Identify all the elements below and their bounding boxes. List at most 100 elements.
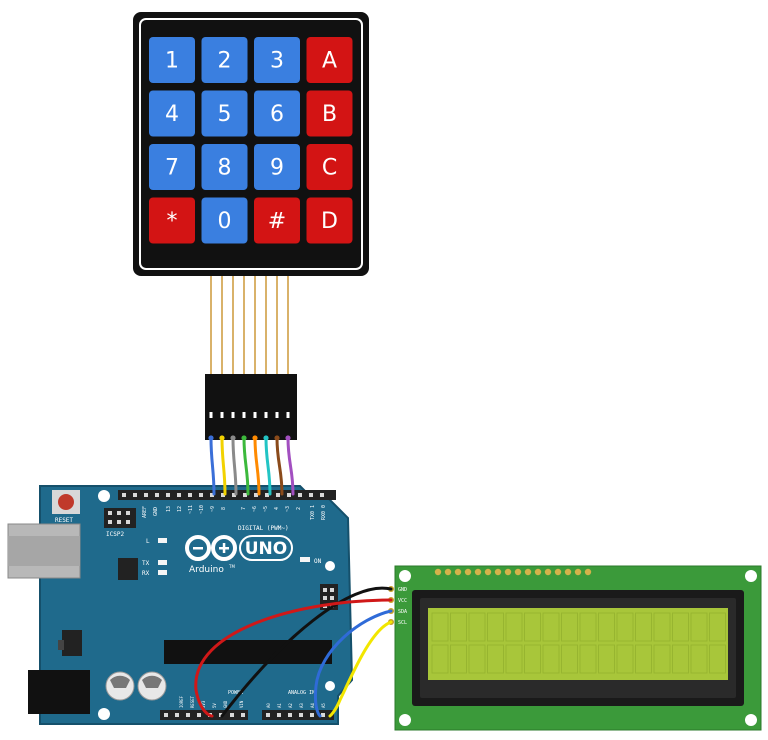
rx-pin-label: RX0 0 [321,505,327,520]
keypad-key-C[interactable]: C [306,144,353,190]
uno-label: UNO [245,539,287,559]
reset-button[interactable] [58,494,74,510]
keypad-key-8[interactable]: 8 [201,144,248,190]
connector-pin [264,412,268,418]
keypad-key-face [254,90,300,137]
keypad-wire-end [230,435,236,441]
pin-2-label: 2 [296,507,302,510]
keypad-key-face [254,197,300,244]
lcd-pad [434,568,442,576]
keypad-key-face [306,197,353,244]
ribbon-connector [205,374,297,440]
keypad-wire-end [274,435,280,441]
keypad-key-4[interactable]: 4 [149,90,195,137]
led-l-label: L [146,538,150,545]
lcd-pad [514,568,522,576]
keypad-key-face [306,90,353,137]
lcd-char-cell [505,612,523,642]
keypad-key-0[interactable]: 0 [201,197,248,244]
lcd-char-cell [653,612,671,642]
keypad-wire [242,436,250,496]
keypad-key-D[interactable]: D [306,197,353,244]
keypad-key-face [201,197,248,244]
header-pin [232,493,236,497]
mounting-hole [745,714,757,726]
mounting-hole [745,570,757,582]
capacitor-2-mark [142,675,162,688]
keypad-key-2[interactable]: 2 [201,37,248,83]
pin-5-label: ~5 [263,506,269,512]
a3-label: A3 [299,703,304,708]
keypad-wire-end [263,435,269,441]
keypad-key-face [149,90,195,137]
keypad-key-B[interactable]: B [306,90,353,137]
wire-vcc-red [194,598,393,718]
power-header [160,710,248,720]
header-pin [166,493,170,497]
header-pin [299,713,303,717]
header-pin [164,713,168,717]
logo-minus [193,547,203,550]
lcd-char-cell [635,612,652,642]
keypad-key-A[interactable]: A [306,37,353,83]
lcd-char-cell [542,644,560,674]
header-pin [144,493,148,497]
keypad-wire [253,436,261,496]
lcd-char-cell [616,612,634,642]
analog-label: ANALOG IN [288,690,315,696]
connector-pin [220,412,224,418]
lcd-char-cell [672,612,689,642]
arduino-logo [185,535,237,561]
lcd-char-cell [524,612,541,642]
lcd-char-cell [616,644,634,674]
voltage-regulator [62,630,82,656]
power-jack [28,670,90,714]
led-on-label: ON [314,558,322,565]
keypad-key-9[interactable]: 9 [254,144,300,190]
header-pin [122,493,126,497]
lcd-pad [544,568,552,576]
lcd-char-cell [524,644,541,674]
lcd-char-cell [561,644,578,674]
keypad-key-6[interactable]: 6 [254,90,300,137]
lcd-char-cell [653,644,671,674]
lcd-char-cell [690,644,708,674]
keypad-wire-end [285,435,291,441]
header-pin [265,493,269,497]
keypad-border [139,18,363,270]
ribbon-traces [210,276,289,376]
keypad-key-1[interactable]: 1 [149,37,195,83]
lcd-top-pads [434,568,592,576]
gnd-pin-label: GND [223,700,228,708]
pin-12-label: 12 [177,506,183,512]
lcd-pad [484,568,492,576]
lcd-char-cell [579,612,597,642]
mounting-hole [98,490,110,502]
digital-label: DIGITAL (PWM~) [238,525,289,532]
keypad-key-label: 4 [165,102,179,127]
wire-sda-blue [314,609,393,718]
pin-8-label: 8 [221,507,227,510]
lcd-char-cell [709,612,726,642]
lcd-char-cell [598,612,615,642]
header-pin [266,713,270,717]
keypad-key-#[interactable]: # [254,197,300,244]
keypad-key-7[interactable]: 7 [149,144,195,190]
lcd-char-cell [709,644,726,674]
v5-label: 5V [212,703,217,708]
keypad-key-*[interactable]: * [149,197,195,244]
wire-scl-yellow [328,620,393,718]
uno-badge [239,535,293,561]
header-pin [221,493,225,497]
keypad-key-face [149,144,195,190]
lcd-1602-i2c-module: GND VCC SDA SCL [388,565,762,731]
keypad-key-face [254,37,300,83]
lcd-char-cell [561,612,578,642]
lcd-char-cell [579,644,597,674]
connector-pins [209,412,290,418]
reset-pin-label: RESET [190,695,195,708]
keypad-key-3[interactable]: 3 [254,37,300,83]
keypad-key-label: 6 [270,102,284,127]
keypad-key-face [254,144,300,190]
keypad-key-5[interactable]: 5 [201,90,248,137]
